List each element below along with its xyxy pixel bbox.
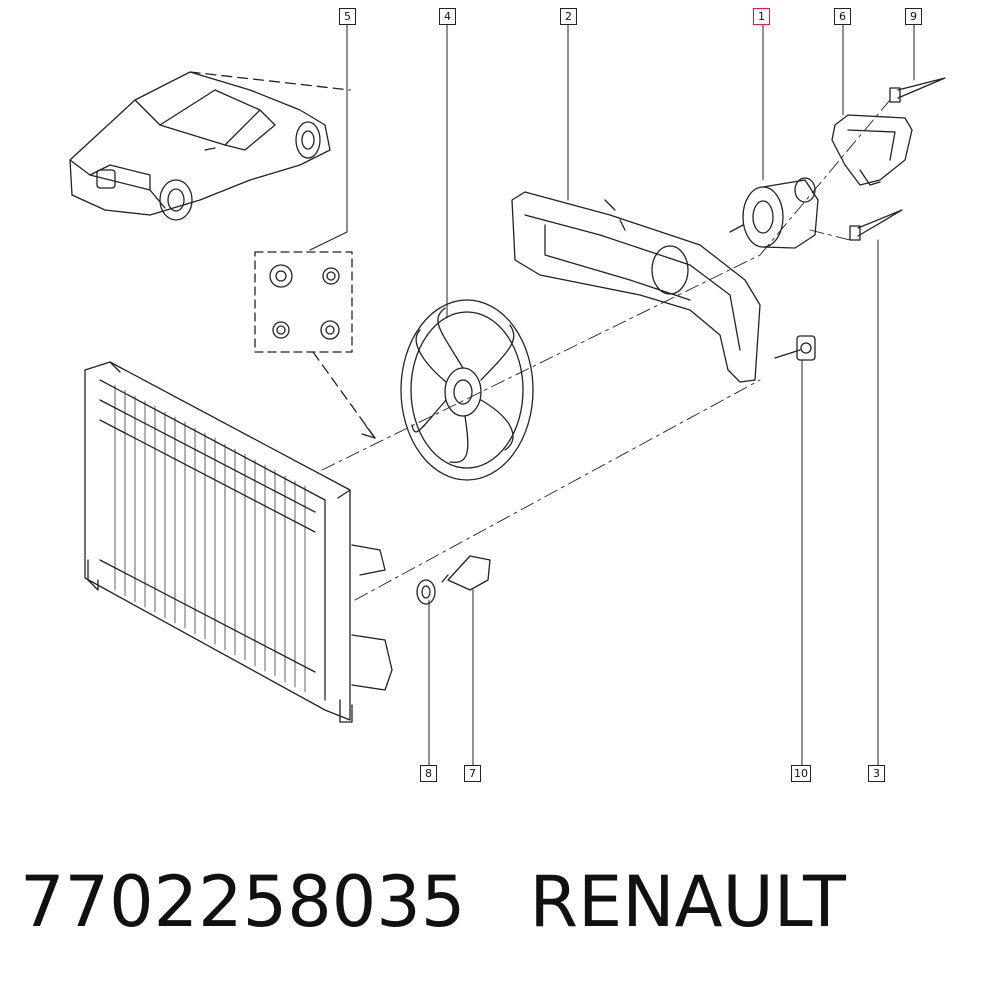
callout-part-1[interactable]: 1 bbox=[753, 8, 770, 25]
part-caption: 7702258035 RENAULT bbox=[20, 852, 980, 962]
callout-part-6[interactable]: 6 bbox=[834, 8, 851, 25]
screw-9-illustration bbox=[889, 77, 946, 103]
car-thumbnail-illustration bbox=[69, 71, 351, 221]
bolt-10-illustration bbox=[774, 335, 816, 361]
brand-name: RENAULT bbox=[529, 861, 846, 943]
callout-part-8[interactable]: 8 bbox=[420, 765, 437, 782]
leader-lines bbox=[309, 24, 915, 766]
fan-bracket-illustration bbox=[511, 191, 761, 383]
assembly-axis-lines bbox=[321, 99, 891, 601]
fan-motor-illustration bbox=[729, 177, 819, 249]
callout-part-5[interactable]: 5 bbox=[339, 8, 356, 25]
sensor-7-illustration bbox=[441, 555, 491, 591]
callout-part-4[interactable]: 4 bbox=[439, 8, 456, 25]
part-number: 7702258035 bbox=[20, 861, 466, 943]
radiator-illustration bbox=[84, 361, 393, 723]
callout-part-3[interactable]: 3 bbox=[868, 765, 885, 782]
callout-part-10[interactable]: 10 bbox=[791, 765, 811, 782]
seal-kit-group bbox=[254, 251, 376, 439]
resistor-housing-illustration bbox=[831, 114, 913, 186]
screw-3-illustration bbox=[849, 209, 903, 241]
washer-8-illustration bbox=[416, 579, 436, 605]
exploded-parts-diagram bbox=[69, 24, 946, 766]
cooling-fan-illustration bbox=[400, 299, 534, 481]
callout-part-9[interactable]: 9 bbox=[905, 8, 922, 25]
callout-part-7[interactable]: 7 bbox=[464, 765, 481, 782]
callout-part-2[interactable]: 2 bbox=[560, 8, 577, 25]
